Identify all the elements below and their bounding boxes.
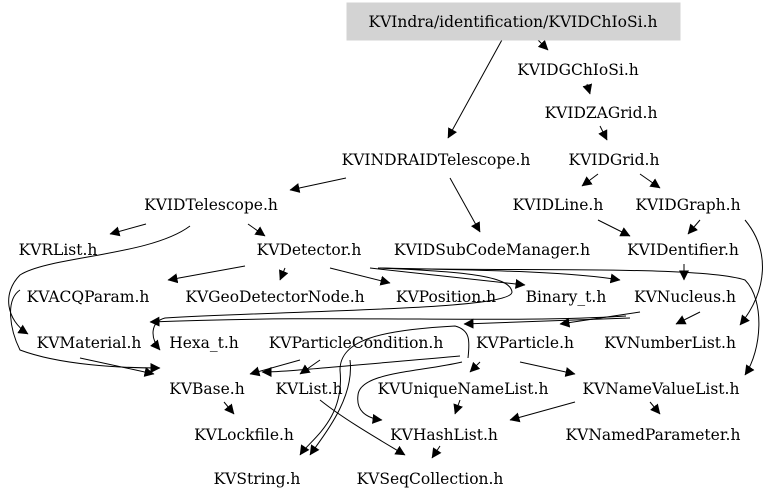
node-kvidsubcodemanager[interactable]: KVIDSubCodeManager.h [394,241,590,259]
edge-kvdetector-to-kvgeodetectornode [279,267,289,281]
edge-kvlist-to-kvstring [309,359,351,456]
edge-kvidzagrid-to-kvidgrid [598,125,608,141]
edge-kvidgrid-to-kvidgraph [639,173,661,189]
node-kvhashlist[interactable]: KVHashList.h [390,426,498,444]
edge-kvnucleus-to-kvnumberlist [675,311,701,325]
edge-kvnamevaluelist-to-kvhashlist [509,401,576,423]
node-kvparticlecondition[interactable]: KVParticleCondition.h [269,334,444,352]
node-kvnamevaluelist[interactable]: KVNameValueList.h [583,380,740,398]
node-kvlockfile[interactable]: KVLockfile.h [194,426,294,444]
edge-kvuniquenamelist-to-kvhashlist [453,399,463,415]
edge-kvlist-to-kvseqcollection [319,399,406,456]
edge-kvidgchiosi-to-kvidzagrid [582,83,593,95]
node-kvidline[interactable]: KVIDLine.h [513,196,604,214]
node-kvidgrid[interactable]: KVIDGrid.h [569,151,660,169]
edge-kvidtelescope-to-kvdetector [247,223,266,237]
edge-kvidgraph-to-kvnumberlist [739,219,763,326]
edge-kvparticlecondition-to-kvlist [299,359,321,375]
node-kvuniquenamelist[interactable]: KVUniqueNameList.h [378,380,549,398]
nodes: KVIndra/identification/KVIDChIoSi.h KVID… [19,2,741,488]
edge-kvdetector-to-binary_t [369,267,526,289]
node-kvlist[interactable]: KVList.h [275,380,342,398]
edge-kvparticle-to-kvuniquenamelist [469,361,481,373]
node-kvacqparam[interactable]: KVACQParam.h [27,288,150,306]
node-kvindraidtelescope[interactable]: KVINDRAIDTelescope.h [342,151,531,169]
edge-kvindraidtelescope-to-kvidsubcodemanager [449,177,481,233]
edge-kvdetector-to-kvposition [329,267,391,286]
node-kvmaterial[interactable]: KVMaterial.h [37,334,142,352]
edge-kvnucleus-to-hexa_t [149,315,627,327]
root-node-box [346,2,681,41]
node-kvidzagrid[interactable]: KVIDZAGrid.h [545,104,658,122]
edge-kvnamevaluelist-to-kvnamedparameter [649,401,661,415]
edge-kvidgrid-to-kvidline [581,173,599,187]
node-kvidgraph[interactable]: KVIDGraph.h [635,196,740,214]
node-kvparticle[interactable]: KVParticle.h [476,334,574,352]
node-kvrlist[interactable]: KVRList.h [19,241,98,259]
node-kvseqcollection[interactable]: KVSeqCollection.h [357,470,504,488]
node-kvnucleus[interactable]: KVNucleus.h [634,288,736,306]
node-kvposition[interactable]: KVPosition.h [396,288,496,306]
edge-kvparticle-to-kvbase [261,355,461,377]
node-kvidtelescope[interactable]: KVIDTelescope.h [144,196,278,214]
edge-kvdetector-to-kvnamevaluelist [379,267,760,376]
edge-kvparticle-to-kvstring [299,325,470,456]
edge-kvindraidtelescope-to-kvidtelescope [289,177,347,193]
edge-kvdetector-to-kvacqparam [167,265,246,284]
node-binary_t[interactable]: Binary_t.h [526,288,607,306]
node-kvidgchiosi[interactable]: KVIDGChIoSi.h [517,61,639,79]
edge-kvidgraph-to-kvidentifier [687,219,701,235]
edge-root-to-kvindraidtelescope [447,37,504,139]
edge-kvparticle-to-kvnamevaluelist [519,361,576,377]
node-kvnumberlist[interactable]: KVNumberList.h [604,334,736,352]
edge-kvnucleus-to-kvparticle [559,311,641,328]
node-kvnamedparameter[interactable]: KVNamedParameter.h [566,426,741,444]
node-kvgeodetectornode[interactable]: KVGeoDetectorNode.h [185,288,364,306]
edge-kvmaterial-to-kvbase [79,357,155,377]
edge-kvbase-to-kvlockfile [223,401,235,415]
node-kvdetector[interactable]: KVDetector.h [257,241,362,259]
node-kvbase[interactable]: KVBase.h [169,380,244,398]
edge-kvhashlist-to-kvseqcollection [431,445,442,459]
node-kvstring[interactable]: KVString.h [214,470,301,488]
edges [8,37,763,459]
edge-kvparticle-to-kvhashlist [357,361,463,424]
node-hexa_t[interactable]: Hexa_t.h [169,334,239,352]
edge-kvparticlecondition-to-kvbase [249,359,301,377]
edge-kvidline-to-kvidentifier [597,219,631,237]
node-kvidentifier[interactable]: KVIDentifier.h [627,241,739,259]
edge-kvidtelescope-to-kvrlist [109,223,147,237]
edge-kvnucleus-to-kvparticlecondition [463,317,631,329]
node-root[interactable]: KVIndra/identification/KVIDChIoSi.h [369,13,658,31]
